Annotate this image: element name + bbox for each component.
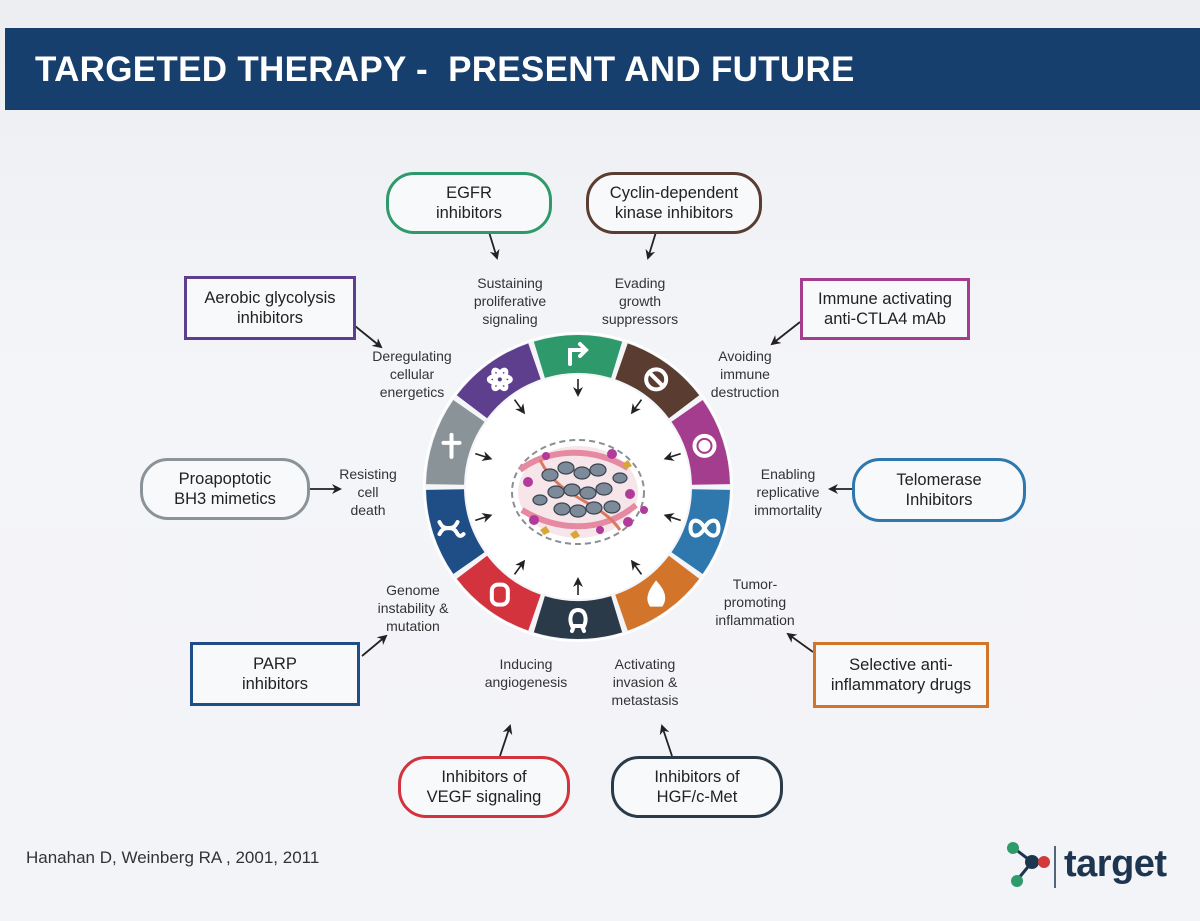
inner-arrow-3: [663, 451, 681, 461]
wheel-segment-1: [533, 335, 623, 378]
box-egfr-inhibitors: EGFR inhibitors: [386, 172, 552, 234]
label-evading-growth-suppressors: Evading growth suppressors: [601, 275, 679, 327]
label-avoiding-immune-destruction: Avoiding immune destruction: [710, 348, 780, 400]
logo-molecule-icon: [1007, 842, 1056, 888]
cross-icon: [441, 432, 462, 459]
label-genome-instability-mutation: Genome instability & mutation: [377, 582, 449, 634]
inner-arrow-7: [513, 559, 526, 575]
wheel-segment-6: [533, 596, 623, 639]
inner-arrow-9: [475, 451, 493, 461]
slide-title: TARGETED THERAPY - PRESENT AND FUTURE: [35, 50, 855, 89]
label-tumor-promoting-inflammation: Tumor- promoting inflammation: [715, 576, 795, 628]
wheel-segment-10: [456, 343, 541, 419]
dna-icon: [437, 520, 466, 538]
label-deregulating-cellular-energetics: Deregulating cellular energetics: [372, 348, 452, 400]
wheel-segment-7: [456, 555, 541, 631]
box-telomerase-inhibitors: Telomerase Inhibitors: [852, 458, 1026, 522]
no-entry-icon: [644, 367, 669, 392]
label-sustaining-proliferative-signaling: Sustaining proliferative signaling: [473, 275, 547, 327]
tumor-illustration: [511, 439, 648, 545]
box-hgf-inhibitors: Inhibitors of HGF/c-Met: [611, 756, 783, 818]
title-bar: TARGETED THERAPY - PRESENT AND FUTURE: [5, 28, 1200, 110]
box-anti-inflammatory: Selective anti- inflammatory drugs: [813, 642, 989, 708]
proliferative-arrow-icon: [568, 342, 589, 366]
box-parp-inhibitors: PARP inhibitors: [190, 642, 360, 706]
inner-arrow-5: [630, 559, 643, 575]
flame-icon: [647, 580, 666, 607]
box-cyclin-inhibitors: Cyclin-dependent kinase inhibitors: [586, 172, 762, 234]
metastasis-cell-icon: [568, 607, 588, 633]
inner-arrow-8: [475, 513, 493, 523]
box-glycolysis-inhibitors: Aerobic glycolysis inhibitors: [184, 276, 356, 340]
inner-arrow-2: [630, 399, 643, 415]
wheel-icons: [437, 342, 721, 633]
box-anti-ctla4: Immune activating anti-CTLA4 mAb: [800, 278, 970, 340]
box-connectors: [310, 231, 852, 757]
box-bh3-mimetics: Proapoptotic BH3 mimetics: [140, 458, 310, 520]
citation: Hanahan D, Weinberg RA , 2001, 2011: [26, 848, 320, 867]
immune-cell-icon: [692, 433, 717, 458]
label-resisting-cell-death: Resisting cell death: [339, 466, 397, 518]
wheel-outer-rim: [423, 332, 733, 642]
label-inducing-angiogenesis: Inducing angiogenesis: [484, 656, 568, 690]
label-enabling-replicative-immortality: Enabling replicative immortality: [754, 466, 822, 518]
box-vegf-inhibitors: Inhibitors of VEGF signaling: [398, 756, 570, 818]
blood-vessel-icon: [489, 582, 510, 607]
inner-arrows: [475, 379, 681, 595]
inner-arrow-10: [513, 399, 526, 415]
infinity-icon: [688, 518, 721, 538]
label-activating-invasion-metastasis: Activating invasion & metastasis: [611, 656, 679, 708]
logo-text: target: [1064, 843, 1167, 885]
inner-arrow-4: [663, 513, 681, 523]
atom-icon: [486, 367, 513, 392]
